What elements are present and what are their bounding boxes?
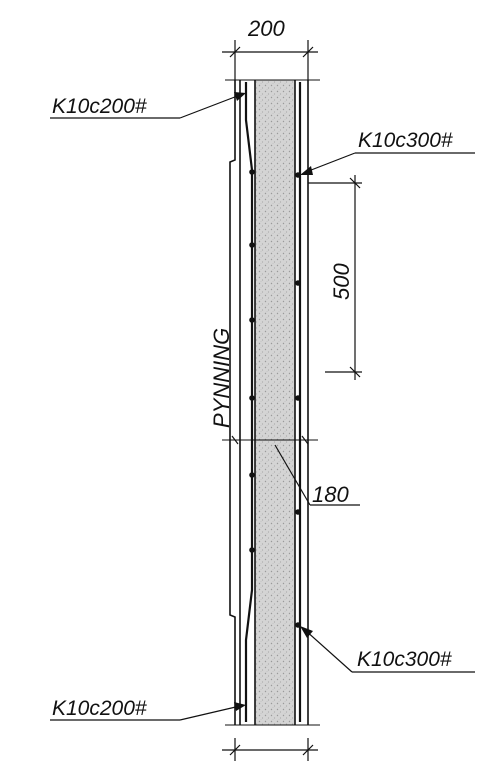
arrow-icon: [300, 166, 313, 175]
rebar-dot: [295, 280, 301, 286]
rebar-dot: [249, 169, 255, 175]
rebar-dot: [295, 172, 301, 178]
rebar-dot: [249, 242, 255, 248]
dimension-bottom: [222, 738, 318, 761]
callout-top-left-label: K10c200#: [52, 95, 147, 118]
callout-top-left-leader: [50, 94, 241, 119]
dimension-200-label: 200: [247, 16, 285, 41]
wall-outline: [222, 79, 320, 726]
dimension-top: [222, 40, 318, 80]
rebar-dot: [295, 509, 301, 515]
dimension-500-label: 500: [329, 263, 354, 300]
vertical-label: PYNNING: [209, 328, 234, 428]
callout-bottom-left-leader: [50, 705, 241, 721]
rebar-dot: [249, 547, 255, 553]
rebar-dot: [249, 472, 255, 478]
dimension-180-label: 180: [312, 482, 349, 507]
arrow-icon: [234, 92, 246, 101]
rebar-dot: [249, 317, 255, 323]
concrete-core: [255, 80, 295, 725]
callout-bottom-right-label: K10c300#: [357, 648, 452, 671]
callout-top-right-label: K10c300#: [358, 129, 453, 152]
callout-bottom-left-label: K10c200#: [52, 697, 147, 720]
dimension-180-leader: [274, 444, 360, 506]
rebar-dot: [249, 395, 255, 401]
callout-bottom-right-leader: [304, 629, 475, 673]
rebar-dots: [249, 169, 301, 628]
callout-top-right-leader: [305, 152, 475, 173]
rebar-dot: [295, 395, 301, 401]
dimension-500: [308, 175, 362, 380]
arrow-icon: [300, 626, 313, 638]
rebar-dot: [295, 622, 301, 628]
arrow-icon: [234, 702, 246, 711]
